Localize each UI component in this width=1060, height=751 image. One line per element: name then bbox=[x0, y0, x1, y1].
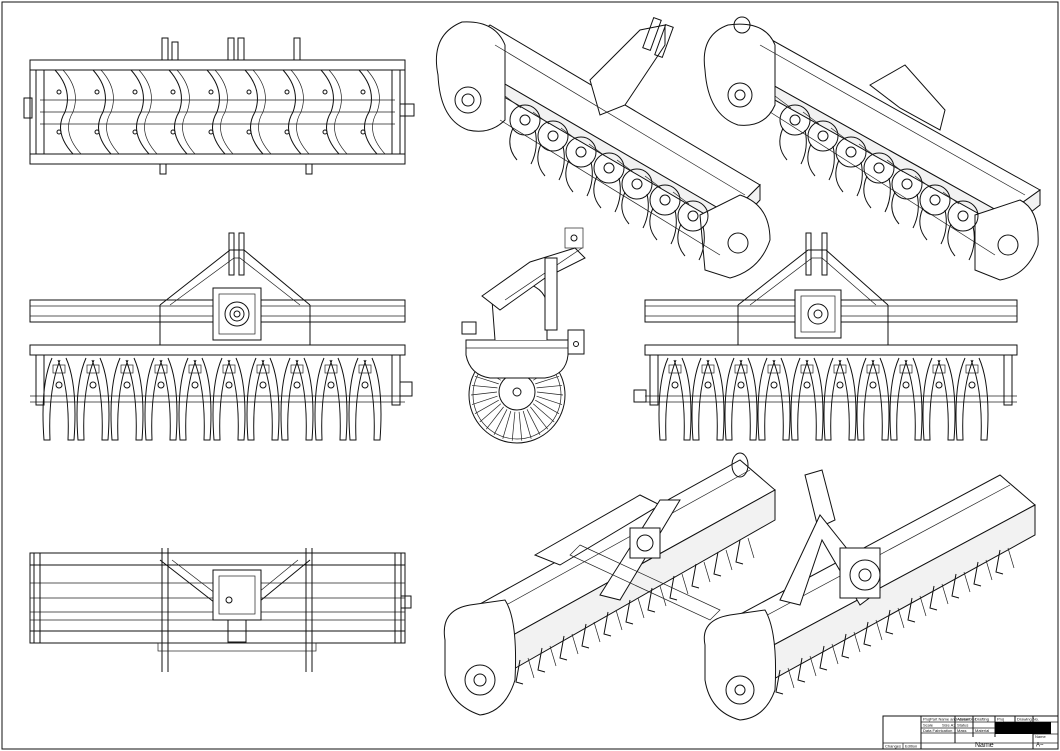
front-view bbox=[29, 232, 413, 441]
tb-label-edition: Edition bbox=[905, 744, 917, 749]
isometric-3-blades bbox=[515, 537, 755, 685]
tb-label-drafting: Drafting bbox=[975, 717, 989, 722]
tb-sheet-size: A~ bbox=[1036, 743, 1044, 749]
tb-name: Name bbox=[975, 742, 994, 749]
top-view bbox=[23, 37, 415, 175]
tb-label-status: Status bbox=[957, 723, 968, 728]
redacted-field bbox=[995, 722, 1051, 734]
isometric-view-2 bbox=[703, 16, 1041, 281]
tb-label-data-fabrication: Data Fabrication bbox=[923, 728, 952, 733]
tb-label-material: Material bbox=[975, 728, 989, 733]
tb-label-proj-2: Proj bbox=[997, 717, 1004, 722]
isometric-view-1 bbox=[435, 16, 771, 279]
isometric-2-blades bbox=[774, 95, 979, 261]
tb-label-scale: Scale bbox=[923, 723, 934, 728]
side-view bbox=[461, 227, 586, 444]
tb-label-changes: Changes bbox=[885, 744, 901, 749]
front-view-right bbox=[633, 232, 1018, 441]
tb-label-proj: Proj bbox=[923, 717, 930, 722]
title-block: Proj Part Name and Variant Assembler Dra… bbox=[882, 715, 1059, 750]
rear-view bbox=[29, 548, 412, 672]
tb-label-mass: Mass bbox=[957, 728, 967, 733]
tb-label-assembler: Assembler bbox=[957, 717, 977, 722]
front-view-right-blades bbox=[658, 357, 989, 441]
top-view-blades bbox=[54, 69, 386, 155]
front-view-blades bbox=[42, 357, 382, 441]
isometric-1-blades bbox=[504, 95, 709, 261]
tb-label-part-name: Part Name and Variant bbox=[930, 717, 971, 722]
isometric-4-blades bbox=[775, 547, 1015, 695]
isometric-view-4 bbox=[703, 469, 1036, 721]
isometric-view-3 bbox=[443, 452, 776, 716]
tb-label-name-small: Name bbox=[1035, 734, 1046, 739]
tb-label-size: Size A3 bbox=[942, 723, 956, 728]
tb-label-drawing-no: Drawing No. bbox=[1017, 717, 1039, 722]
